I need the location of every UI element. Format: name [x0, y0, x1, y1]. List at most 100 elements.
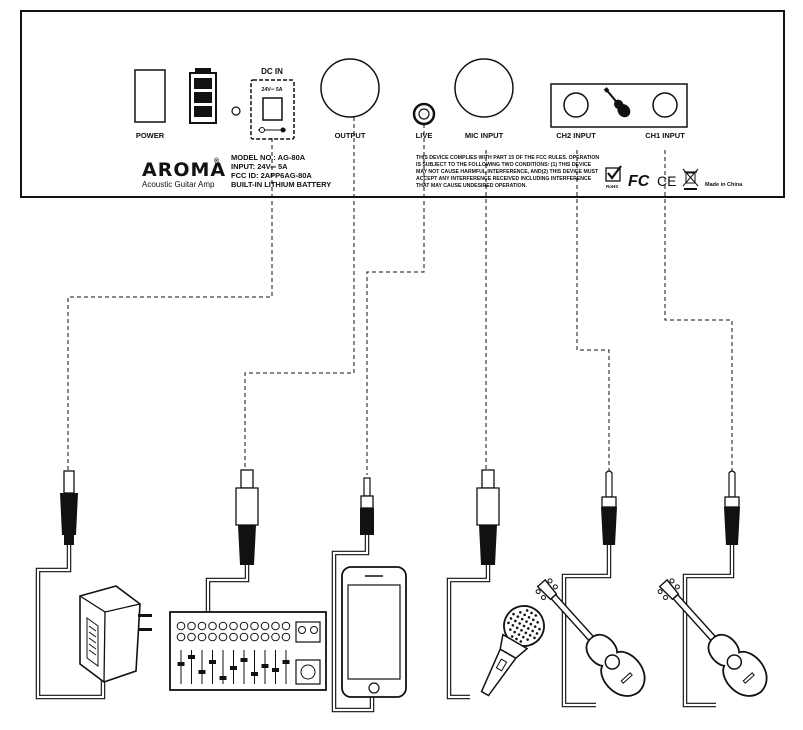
- ch1-input-label: CH1 INPUT: [645, 131, 685, 140]
- mixer-fader-cap: [209, 660, 216, 664]
- dc-in-jack[interactable]: [250, 79, 295, 140]
- mic-grille-dot: [520, 617, 524, 621]
- mic-grille-dot: [519, 611, 522, 614]
- spec-input: INPUT: 24V═ 5A: [231, 162, 288, 171]
- ch1-input-jack[interactable]: [652, 92, 678, 118]
- mic-grille-dot: [528, 634, 532, 637]
- mixer-knob: [271, 632, 280, 642]
- mixer-knob: [197, 621, 207, 631]
- output-xlr-jack[interactable]: [320, 58, 380, 118]
- live-label: LIVE: [416, 131, 433, 140]
- audio-mixer-icon: [169, 611, 327, 691]
- mic-grille-dot: [538, 627, 541, 631]
- compliance-line: ACCEPT ANY INTERFERENCE RECEIVED INCLUDI…: [416, 176, 592, 182]
- quarter-inch-plug-ch2: [601, 470, 617, 545]
- mixer-fader-cap: [188, 655, 195, 659]
- fcc-compliance-text: THIS DEVICE COMPLIES WITH PART 15 OF THE…: [416, 155, 599, 189]
- mixer-knob: [208, 621, 217, 631]
- mic-grille-dot: [522, 624, 526, 628]
- mixer-knob: [187, 621, 196, 631]
- mic-grille-dot: [518, 622, 521, 625]
- weee-bin-icon: [682, 168, 699, 190]
- mic-grille-dot: [509, 628, 512, 631]
- mic-cable: [446, 565, 491, 700]
- live-connection-line: [366, 124, 425, 475]
- mic-grille-dot: [510, 635, 514, 638]
- mic-grille-dot: [533, 636, 536, 640]
- fc-mark-icon: FC: [628, 173, 650, 190]
- mixer-knob: [187, 632, 196, 642]
- mic-grille-dot: [536, 621, 539, 624]
- compliance-line: THAT MAY CAUSE UNDESIRED OPERATION.: [416, 183, 527, 189]
- mic-grille-dot: [507, 621, 510, 625]
- mic-grille-dot: [532, 618, 535, 622]
- live-jack[interactable]: [412, 102, 436, 126]
- xlr-plug-output: [235, 469, 259, 565]
- mixer-knob: [260, 621, 270, 631]
- mic-grille-dot: [520, 629, 523, 632]
- mixer-fader-cap: [261, 664, 269, 668]
- ch2-connection-line: [576, 150, 610, 472]
- dc-in-connection-line: [67, 138, 273, 470]
- mic-input-xlr-jack[interactable]: [454, 58, 514, 118]
- mixer-fader-cap: [177, 662, 185, 666]
- brand-subtitle: Acoustic Guitar Amp: [142, 180, 215, 189]
- led-indicator: [231, 106, 241, 116]
- mixer-knob: [281, 632, 291, 642]
- mic-grille-dot: [530, 611, 533, 615]
- mic-grille-dot: [513, 630, 516, 634]
- mic-grille-dot: [531, 629, 534, 633]
- mixer-knob: [229, 621, 238, 631]
- mic-grille-dot: [511, 624, 515, 627]
- rohs-icon: [605, 165, 622, 182]
- mic-grille-dot: [527, 616, 531, 619]
- mixer-knob: [271, 621, 280, 631]
- brand-logo: AROMA: [142, 159, 226, 181]
- spec-model: MODEL NO.: AG-80A: [231, 153, 306, 162]
- mixer-fader-cap: [282, 660, 290, 664]
- mixer-knob: [208, 632, 217, 642]
- ce-mark-icon: CE: [657, 173, 676, 189]
- dc-rating: 24V═ 5A: [262, 87, 283, 93]
- mixer-fader-cap: [251, 672, 258, 676]
- power-switch[interactable]: [134, 69, 166, 123]
- mixer-fader-cap: [219, 676, 227, 680]
- ch2-input-jack[interactable]: [563, 92, 589, 118]
- brand-registered-mark: ®: [214, 157, 220, 165]
- mic-grille-dot: [535, 632, 539, 635]
- mic-grille-dot: [515, 637, 518, 641]
- mic-grille-dot: [517, 633, 521, 636]
- mic-grille-dot: [512, 612, 515, 616]
- mixer-fader-cap: [230, 666, 237, 670]
- mixer-knob: [197, 632, 207, 642]
- xlr-plug-mic: [476, 469, 500, 565]
- mic-grille-dot: [525, 609, 529, 612]
- rohs-label: RoHS: [606, 184, 618, 189]
- mic-grille-dot: [524, 631, 528, 635]
- acoustic-guitar-icon: [657, 578, 768, 697]
- mic-grille-dot: [533, 625, 537, 628]
- mixer-knob: [229, 632, 238, 642]
- power-label: POWER: [136, 131, 165, 140]
- guitar-ch1-cable: [682, 545, 735, 708]
- guitar-icon: [603, 87, 631, 118]
- mic-grille-dot: [515, 626, 519, 630]
- acoustic-guitar-icon: [535, 578, 646, 697]
- ch2-input-label: CH2 INPUT: [556, 131, 596, 140]
- spec-battery: BUILT-IN LITHIUM BATTERY: [231, 180, 331, 189]
- mixer-knob: [250, 632, 259, 642]
- mic-grille-dot: [526, 638, 529, 641]
- power-adapter-icon: [79, 585, 152, 683]
- compliance-line: IS SUBJECT TO THE FOLLOWING TWO CONDITIO…: [416, 162, 592, 168]
- smartphone-icon: [341, 566, 407, 698]
- mixer-knob: [176, 621, 186, 631]
- mixer-fader-cap: [240, 658, 248, 662]
- mixer-knob: [281, 621, 291, 631]
- mic-grille-dot: [527, 627, 530, 630]
- mic-grille-dot: [514, 619, 517, 623]
- mixer-knob: [239, 621, 249, 631]
- mic-grille-dot: [522, 635, 525, 639]
- mic-grille-dot: [529, 622, 533, 626]
- dc-in-label: DC IN: [261, 67, 283, 76]
